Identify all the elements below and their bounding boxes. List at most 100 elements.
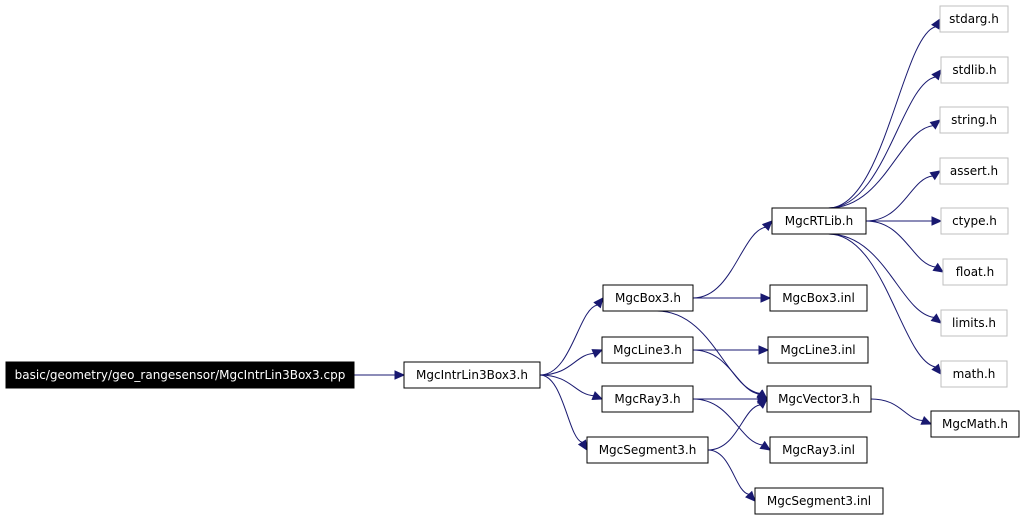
node-segment3-h[interactable]: MgcSegment3.h: [586, 436, 709, 464]
node-box: [769, 284, 868, 312]
arrowhead-icon: [577, 439, 588, 452]
edge-vector3_h-to-math_mgc_h: [870, 398, 933, 425]
node-stdarg-h[interactable]: stdarg.h: [939, 5, 1009, 33]
node-box: [940, 309, 1008, 337]
arrowhead-icon: [756, 398, 768, 409]
edge-ray3_h-to-ray3_inl: [692, 398, 772, 451]
edge-rtlib_h-to-limits_h: [828, 233, 942, 324]
node-segment3-inl[interactable]: MgcSegment3.inl: [754, 487, 884, 515]
node-ray3-inl[interactable]: MgcRay3.inl: [769, 436, 868, 464]
node-label: MgcVector3.h: [778, 392, 860, 406]
edge-intr_h-to-line3_h: [539, 349, 604, 376]
nodes-layer: basic/geometry/geo_rangesensor/MgcIntrLi…: [5, 5, 1020, 515]
node-box: [769, 436, 868, 464]
edge-box3_h-to-box3_inl: [692, 293, 772, 303]
edge-rtlib_h-to-stdlib_h: [828, 69, 942, 209]
arrowhead-icon: [920, 415, 933, 425]
arrowhead-icon: [591, 349, 604, 358]
edge-rtlib_h-to-ctype_h: [866, 216, 943, 226]
arrowhead-icon: [759, 440, 772, 451]
edge-line: [828, 233, 935, 318]
node-label: MgcBox3.inl: [782, 291, 855, 305]
node-box: [767, 336, 869, 364]
node-assert-h[interactable]: assert.h: [939, 157, 1009, 185]
edge-line: [539, 304, 598, 376]
arrowhead-icon: [930, 313, 942, 324]
arrowhead-icon: [931, 216, 943, 226]
edge-segment3_h-to-segment3_inl: [707, 449, 756, 502]
node-root[interactable]: basic/geometry/geo_rangesensor/MgcIntrLi…: [5, 361, 355, 389]
node-string-h[interactable]: string.h: [939, 106, 1009, 134]
node-ctype-h[interactable]: ctype.h: [940, 207, 1009, 235]
edge-line: [539, 374, 583, 443]
arrowhead-icon: [929, 119, 941, 130]
node-box: [939, 5, 1009, 33]
node-label: MgcBox3.h: [615, 291, 681, 305]
node-math-mgc-h[interactable]: MgcMath.h: [930, 410, 1020, 438]
node-box3-inl[interactable]: MgcBox3.inl: [769, 284, 868, 312]
node-box: [940, 360, 1008, 388]
node-vector3-h[interactable]: MgcVector3.h: [766, 385, 872, 413]
node-label: MgcRay3.inl: [782, 443, 855, 457]
node-box: [940, 207, 1009, 235]
node-label: string.h: [951, 113, 997, 127]
edge-line: [539, 352, 594, 376]
edge-line: [692, 398, 763, 446]
edge-root-to-intr_h: [354, 370, 406, 380]
node-label: ctype.h: [952, 214, 997, 228]
node-box: [930, 410, 1020, 438]
edge-rtlib_h-to-float_h: [865, 220, 945, 273]
edge-rtlib_h-to-stdarg_h: [828, 17, 941, 209]
edge-line: [828, 76, 936, 209]
arrowhead-icon: [931, 69, 942, 81]
node-box: [754, 487, 884, 515]
node-box: [771, 207, 867, 235]
arrowhead-icon: [931, 17, 941, 30]
edge-line: [692, 226, 766, 299]
node-box: [939, 157, 1009, 185]
edge-line: [539, 374, 594, 397]
arrowhead-icon: [758, 345, 770, 355]
node-limits-h[interactable]: limits.h: [940, 309, 1008, 337]
edge-intr_h-to-segment3_h: [539, 374, 588, 452]
arrowhead-icon: [591, 391, 604, 401]
node-label: MgcLine3.inl: [780, 343, 855, 357]
node-intr-h[interactable]: MgcIntrLin3Box3.h: [403, 361, 541, 389]
node-label: MgcRTLib.h: [785, 214, 853, 228]
edge-line3_h-to-vector3_h: [692, 349, 769, 400]
node-line3-h[interactable]: MgcLine3.h: [601, 336, 694, 364]
node-label: assert.h: [950, 164, 998, 178]
node-label: stdarg.h: [949, 12, 999, 26]
arrowhead-icon: [394, 370, 406, 380]
node-label: stdlib.h: [952, 63, 996, 77]
arrowhead-icon: [929, 170, 942, 181]
edge-intr_h-to-ray3_h: [539, 374, 604, 401]
node-ray3-h[interactable]: MgcRay3.h: [601, 385, 694, 413]
node-box: [942, 258, 1008, 286]
node-box: [940, 56, 1009, 84]
edges-layer: [354, 17, 945, 502]
edge-line: [828, 125, 933, 209]
node-line3-inl[interactable]: MgcLine3.inl: [767, 336, 869, 364]
edge-line: [870, 398, 923, 422]
node-label: MgcIntrLin3Box3.h: [416, 368, 528, 382]
edge-box3_h-to-rtlib_h: [692, 220, 773, 299]
edge-ray3_h-to-vector3_h: [692, 394, 769, 404]
node-box: [601, 385, 694, 413]
node-box: [601, 336, 694, 364]
node-float-h[interactable]: float.h: [942, 258, 1008, 286]
node-box: [766, 385, 872, 413]
edge-line: [828, 26, 936, 209]
node-rtlib-h[interactable]: MgcRTLib.h: [771, 207, 867, 235]
edge-line: [865, 175, 933, 222]
node-box3-h[interactable]: MgcBox3.h: [602, 284, 694, 312]
edge-line: [656, 310, 761, 394]
node-label: MgcLine3.h: [613, 343, 682, 357]
edge-rtlib_h-to-math_h: [828, 233, 942, 375]
edge-line: [707, 404, 761, 451]
node-stdlib-h[interactable]: stdlib.h: [940, 56, 1009, 84]
node-box: [586, 436, 709, 464]
edge-rtlib_h-to-assert_h: [865, 170, 942, 222]
node-math-h[interactable]: math.h: [940, 360, 1008, 388]
